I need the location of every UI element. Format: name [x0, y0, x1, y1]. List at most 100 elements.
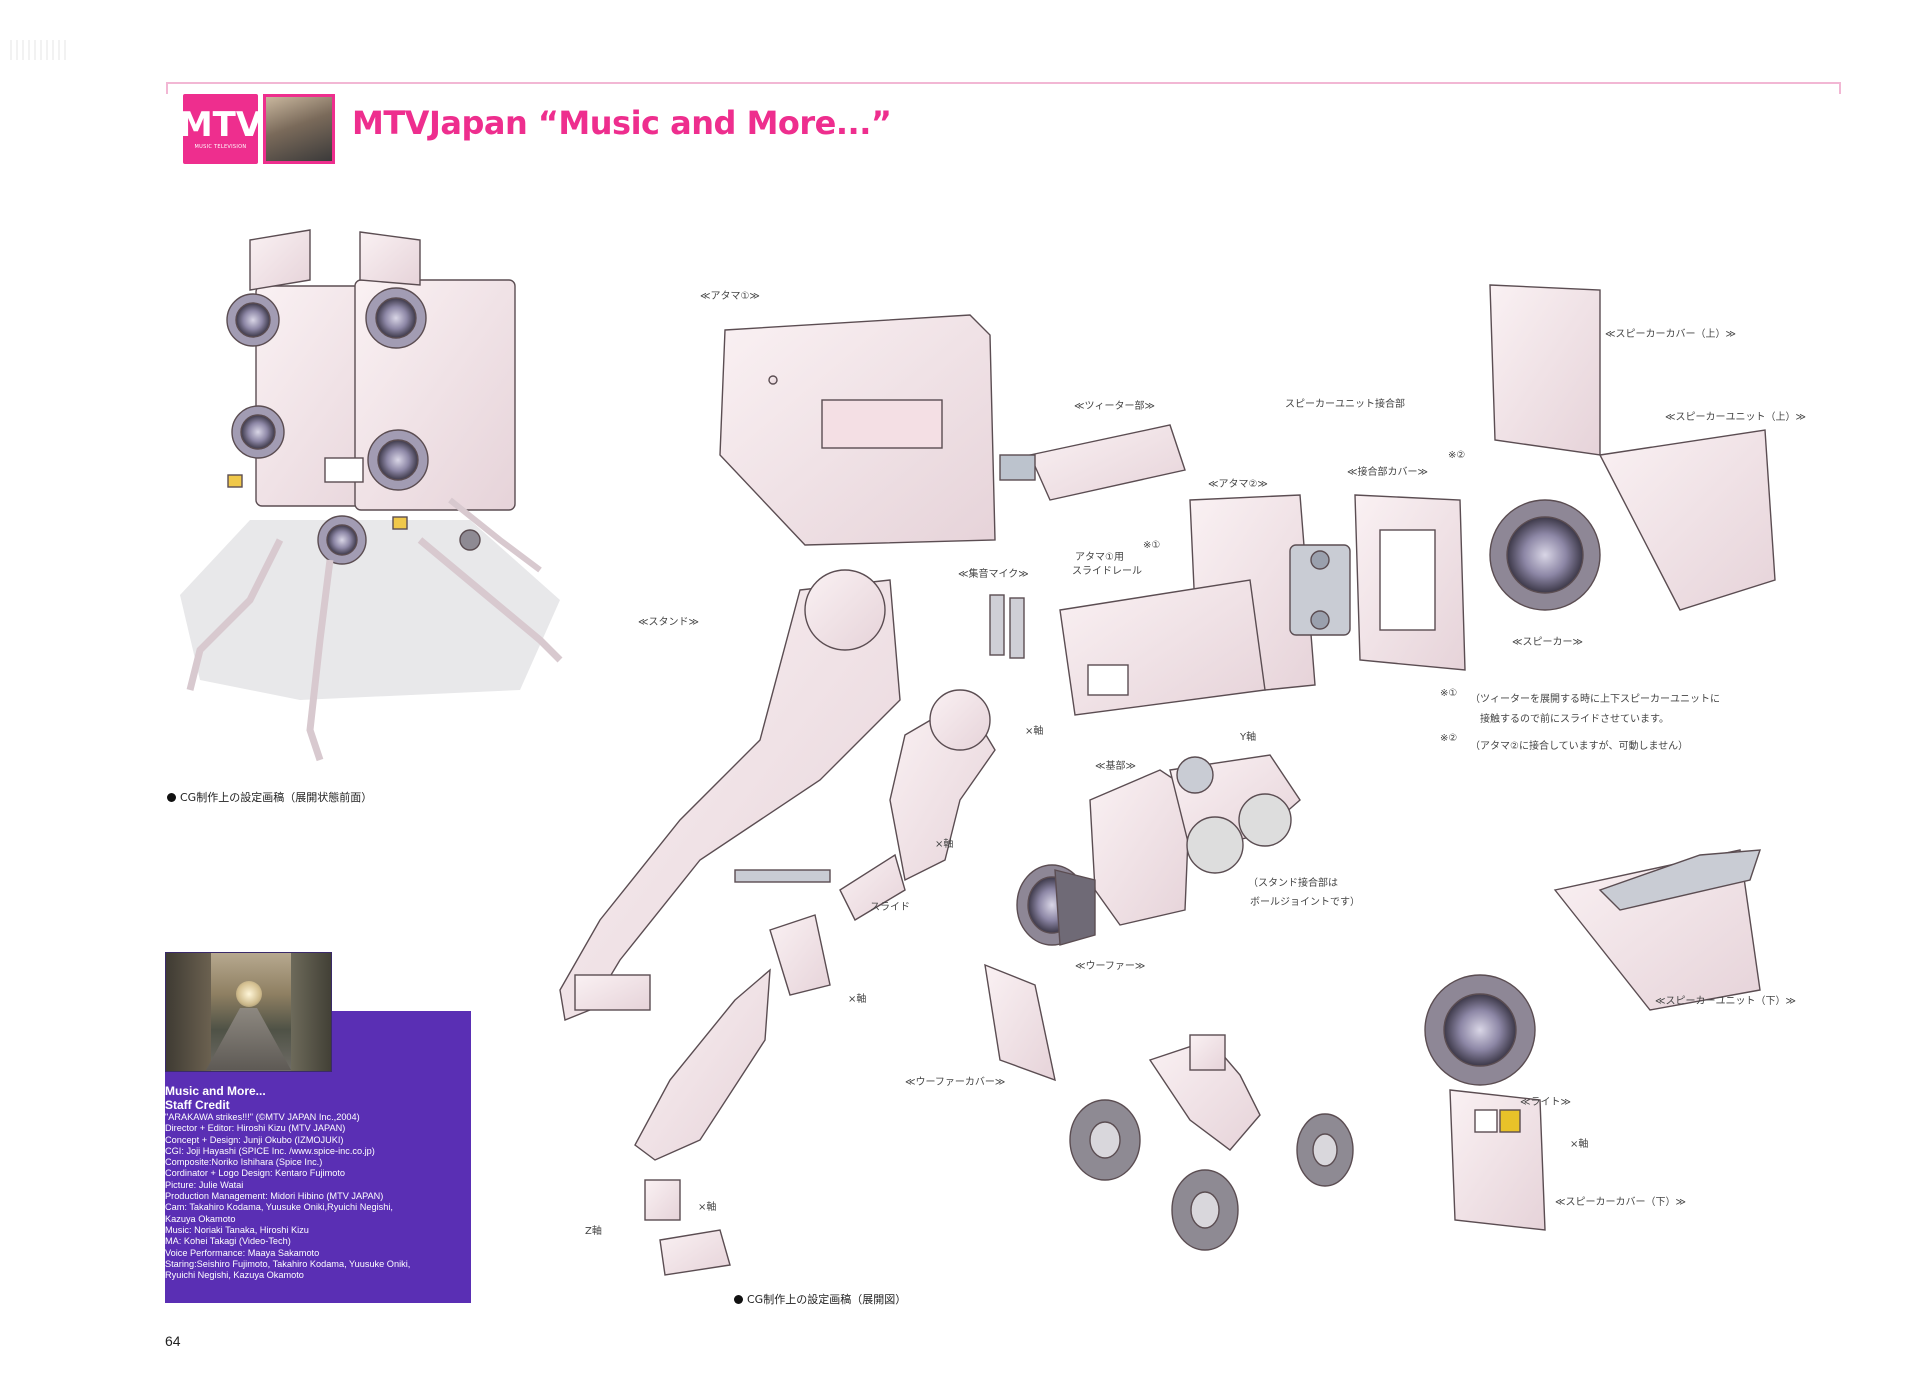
credit-heading-1: Music and More... [165, 1084, 266, 1098]
part-speaker-unit-top [1489, 429, 1776, 611]
mtv-logo: MTV MUSIC TELEVISION [179, 94, 262, 164]
caption-exploded-view-text: CG制作上の設定画稿（展開図） [747, 1293, 907, 1306]
label-light: ≪ライト≫ [1520, 1097, 1571, 1108]
label-z-axis: Z軸 [585, 1226, 602, 1237]
credit-line: Cam: Takahiro Kodama, Yuusuke Oniki,Ryui… [165, 1202, 393, 1213]
photo-sun [236, 981, 262, 1007]
credit-line: Picture: Julie Watai [165, 1179, 244, 1190]
robot-leg-1 [186, 538, 284, 691]
part-arm-lower [634, 968, 771, 1161]
robot-speaker-3 [231, 405, 285, 459]
credit-line: Composite:Noriko Ishihara (Spice Inc.) [165, 1157, 323, 1168]
mtv-logo-subtext: MUSIC TELEVISION [194, 144, 247, 150]
credit-line: Ryuichi Negishi, Kazuya Okamoto [165, 1270, 304, 1281]
photo-building-right [291, 953, 331, 1071]
caption-bullet [167, 793, 176, 802]
part-speaker-cover-bottom [1449, 1089, 1546, 1231]
credit-line: Cordinator + Logo Design: Kentaro Fujimo… [165, 1168, 346, 1179]
robot-leg-3 [417, 537, 563, 663]
page-number: 64 [165, 1333, 181, 1349]
robot-speaker-2 [365, 287, 427, 349]
label-note2-mark: ※② [1440, 733, 1458, 744]
part-tweeter [999, 424, 1186, 501]
photo-road [206, 1008, 291, 1070]
caption-exploded-view: CG制作上の設定画稿（展開図） [734, 1291, 906, 1307]
top-rule-cap-left [166, 82, 168, 94]
part-arm-upper [889, 689, 996, 882]
part-joint-cover [1354, 494, 1466, 671]
credit-line: MA: Kohei Takagi (Video-Tech) [165, 1236, 291, 1247]
header-photo [263, 94, 335, 164]
photo-building-left [166, 953, 211, 1071]
label-head1-rail2: スライドレール [1072, 566, 1142, 577]
caption-front-view-text: CG制作上の設定画稿（展開状態前面） [180, 791, 373, 804]
label-mark1-a: ※① [1143, 540, 1161, 551]
page-title: MTVJapan “Music and More...” [352, 104, 892, 142]
label-head1: ≪アタマ①≫ [700, 291, 760, 302]
part-base [1089, 754, 1301, 926]
credit-line: CGI: Joji Hayashi (SPICE Inc. /www.spice… [165, 1145, 375, 1156]
label-x-axis-1: ×軸 [1025, 726, 1044, 737]
label-note1-line2: 接触するので前にスライドさせています。 [1480, 714, 1669, 725]
robot-lamp-right [392, 516, 408, 530]
robot-leg-2 [306, 559, 334, 762]
scan-mark [10, 40, 70, 60]
assembled-robot [180, 229, 563, 762]
credit-line: Voice Performance: Maaya Sakamoto [165, 1247, 320, 1258]
label-speaker-cover-bottom: ≪スピーカーカバー（下）≫ [1555, 1197, 1686, 1208]
mtv-logo-text: MTV [178, 105, 263, 145]
part-z-joint [644, 1179, 731, 1276]
staff-credit: Music and More... Staff Credit "ARAKAWA … [165, 1084, 465, 1281]
robot-flap-top-left [249, 229, 311, 291]
part-arm-small [734, 853, 906, 996]
robot-speaker-5 [317, 515, 367, 565]
robot-plate [324, 457, 364, 483]
label-speaker-unit-bottom: ≪スピーカーユニット（下）≫ [1655, 996, 1796, 1007]
label-woofer: ≪ウーファー≫ [1075, 961, 1146, 972]
part-woofer [1016, 864, 1096, 946]
robot-speaker-4 [367, 429, 429, 491]
credit-line: Kazuya Okamoto [165, 1213, 236, 1224]
label-note2-text: （アタマ②に接合していますが、可動しません） [1470, 741, 1689, 752]
label-note1-line1: （ツィーターを展開する時に上下スピーカーユニットに [1470, 694, 1720, 705]
label-x-axis-4: ×軸 [1570, 1139, 1589, 1150]
label-mark2-a: ※② [1448, 450, 1466, 461]
label-x-axis-5: ×軸 [698, 1202, 717, 1213]
credit-line: Staring:Seishiro Fujimoto, Takahiro Koda… [165, 1258, 411, 1269]
part-woofer-cover [984, 963, 1056, 1082]
part-speaker-cover-top [1489, 284, 1601, 456]
label-head2: ≪アタマ②≫ [1208, 479, 1268, 490]
label-speaker-unit-top: ≪スピーカーユニット（上）≫ [1665, 412, 1806, 423]
label-speaker-joint: スピーカーユニット接合部 [1285, 399, 1405, 410]
label-slide: スライド [870, 902, 910, 913]
label-speaker-cover-top: ≪スピーカーカバー（上）≫ [1605, 329, 1736, 340]
part-speaker-joint [1289, 544, 1351, 636]
robot-wheel [459, 529, 481, 551]
robot-lamp-left [227, 474, 243, 488]
part-speaker-unit-bottom [1424, 849, 1761, 1086]
label-mic: ≪集音マイク≫ [958, 569, 1029, 580]
top-rule-cap-right [1839, 82, 1841, 94]
credit-line: Concept + Design: Junji Okubo (IZMOJUKI) [165, 1134, 344, 1145]
caption-bullet [734, 1295, 743, 1304]
label-x-axis-2: ×軸 [935, 839, 954, 850]
credit-photo [165, 952, 332, 1072]
label-x-axis-3: ×軸 [848, 994, 867, 1005]
robot-speaker-1 [226, 293, 280, 347]
label-tweeter: ≪ツィーター部≫ [1074, 401, 1155, 412]
label-woofer-cover: ≪ウーファーカバー≫ [905, 1077, 1006, 1088]
part-head-1 [719, 314, 996, 546]
credit-line: Production Management: Midori Hibino (MT… [165, 1191, 384, 1202]
label-head1-rail: アタマ①用 [1075, 552, 1124, 563]
label-joint-cover: ≪接合部カバー≫ [1347, 467, 1428, 478]
part-mic [989, 594, 1025, 659]
label-stand-joint2: ボールジョイントです） [1250, 897, 1360, 908]
credit-heading-2: Staff Credit [165, 1098, 230, 1112]
label-speaker: ≪スピーカー≫ [1512, 637, 1583, 648]
robot-shadow [180, 520, 560, 700]
label-stand-joint1: （スタンド接合部は [1248, 878, 1338, 889]
credit-line: Director + Editor: Hiroshi Kizu (MTV JAP… [165, 1123, 346, 1134]
credit-line: Music: Noriaki Tanaka, Hiroshi Kizu [165, 1224, 309, 1235]
label-y-axis: Y軸 [1240, 732, 1257, 743]
